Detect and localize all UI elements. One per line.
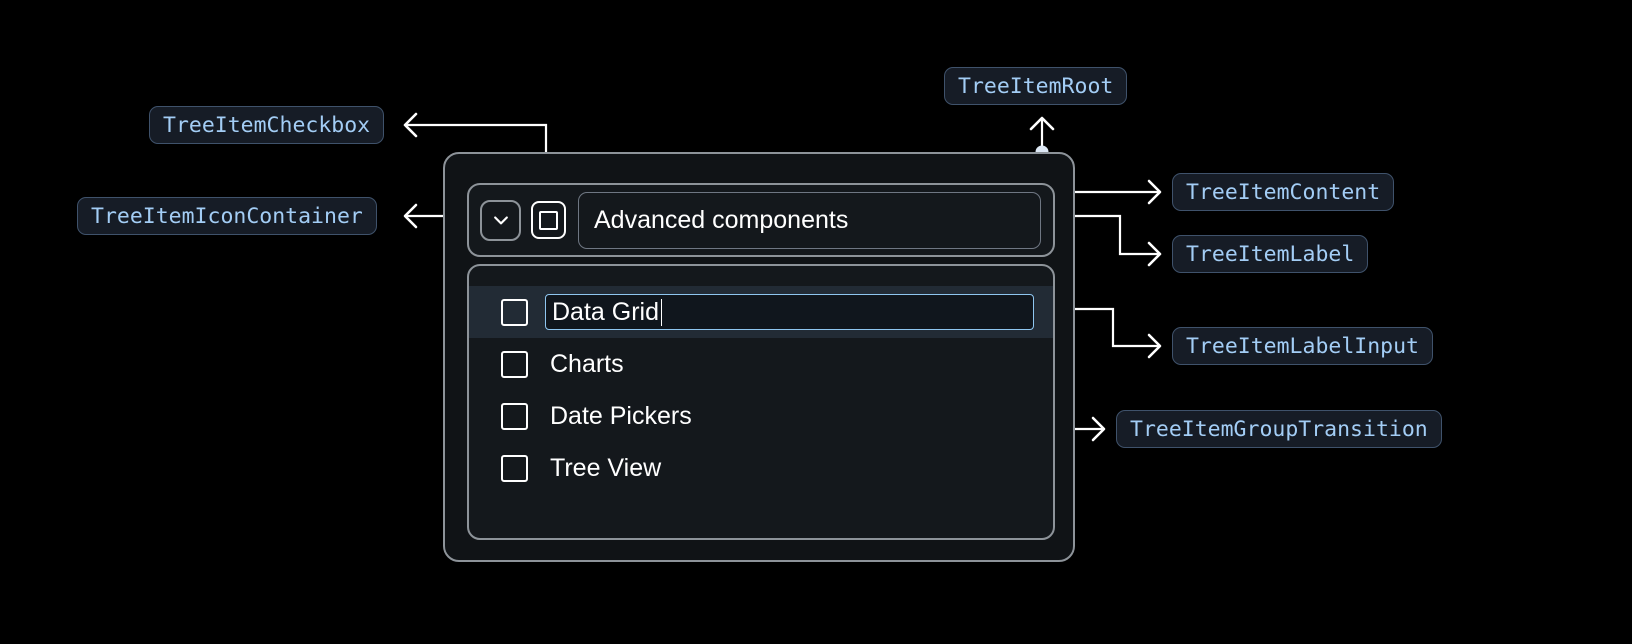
checkbox-square-icon [539, 210, 558, 230]
callout-label: TreeItemGroupTransition [1130, 416, 1428, 442]
tree-item-checkbox[interactable] [501, 350, 528, 378]
callout-tree-item-icon-container[interactable]: TreeItemIconContainer [77, 197, 377, 235]
arrowhead-root [1029, 116, 1055, 131]
callout-tree-item-root[interactable]: TreeItemRoot [944, 67, 1128, 105]
arrowhead-content [1147, 179, 1162, 205]
arrowhead-label [1147, 241, 1162, 267]
tree-item-group-transition: Data Grid Charts Date Pickers Tree View [467, 264, 1055, 540]
arrowhead-label-input [1147, 333, 1162, 359]
tree-item-checkbox[interactable] [531, 201, 566, 239]
tree-item-row[interactable]: Charts [469, 338, 1053, 390]
arrowhead-group-transition [1091, 416, 1106, 442]
tree-item-content[interactable]: Advanced components [467, 183, 1055, 257]
callout-label: TreeItemRoot [958, 73, 1114, 99]
tree-item-label[interactable]: Advanced components [578, 191, 1041, 249]
tree-item-icon-container[interactable] [480, 199, 521, 241]
callout-label: TreeItemCheckbox [163, 112, 371, 138]
arrowhead-checkbox [403, 112, 418, 138]
tree-item-row[interactable]: Data Grid [469, 286, 1053, 338]
tree-item-row[interactable]: Tree View [469, 442, 1053, 494]
tree-item-label-text: Advanced components [594, 205, 849, 234]
tree-item-checkbox[interactable] [501, 402, 528, 430]
callout-label: TreeItemIconContainer [91, 203, 363, 229]
callout-tree-item-group-transition[interactable]: TreeItemGroupTransition [1116, 410, 1442, 448]
tree-item-checkbox[interactable] [501, 298, 528, 326]
callout-tree-item-label[interactable]: TreeItemLabel [1172, 235, 1369, 273]
tree-item-row[interactable]: Date Pickers [469, 390, 1053, 442]
tree-item-label: Charts [550, 349, 624, 378]
callout-label: TreeItemLabel [1186, 241, 1355, 267]
callout-label: TreeItemContent [1186, 179, 1381, 205]
tree-item-label-input[interactable]: Data Grid [545, 294, 1034, 330]
callout-label: TreeItemLabelInput [1186, 333, 1419, 359]
arrowhead-icon-container [403, 203, 418, 229]
tree-item-checkbox[interactable] [501, 454, 528, 482]
callout-tree-item-content[interactable]: TreeItemContent [1172, 173, 1395, 211]
text-caret [660, 298, 663, 326]
tree-item-label: Tree View [550, 453, 662, 482]
callout-tree-item-checkbox[interactable]: TreeItemCheckbox [149, 106, 385, 144]
callout-tree-item-label-input[interactable]: TreeItemLabelInput [1172, 327, 1433, 365]
tree-item-label: Date Pickers [550, 401, 692, 430]
tree-item-label-input-value: Data Grid [552, 297, 659, 326]
tree-item-root: Advanced components Data Grid Charts Dat… [443, 152, 1075, 562]
chevron-down-icon [493, 216, 508, 225]
